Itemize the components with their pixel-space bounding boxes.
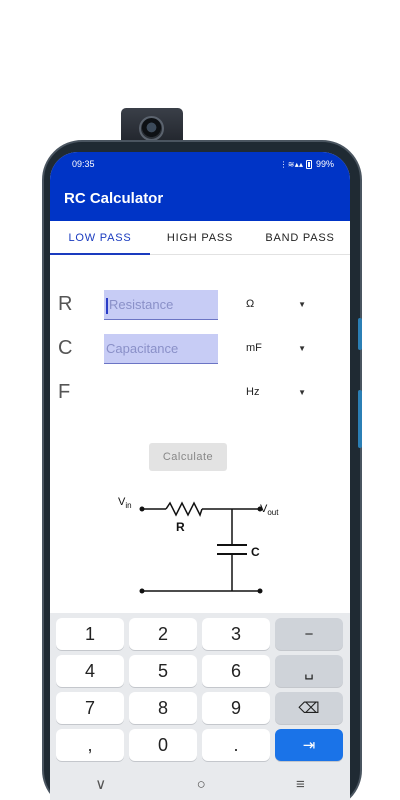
key-comma[interactable]: , [56, 729, 124, 761]
capacitance-unit-select[interactable]: mF ▼ [246, 342, 306, 354]
vout-node [257, 506, 263, 512]
capacitance-input[interactable]: Capacitance [104, 334, 218, 364]
next-field-icon[interactable]: ⇥ [275, 729, 343, 761]
label-c: C [58, 337, 73, 359]
key-5[interactable]: 5 [129, 655, 197, 687]
label-r: R [58, 293, 73, 315]
capacitance-unit: mF [246, 342, 262, 354]
resistance-input[interactable]: Resistance [104, 290, 218, 320]
keyboard-row: 1 2 3 − [56, 618, 344, 650]
battery-percent: 99% [315, 159, 334, 169]
battery-icon [305, 159, 312, 169]
key-9[interactable]: 9 [202, 692, 270, 724]
chevron-down-icon: ▼ [298, 343, 306, 353]
key-7[interactable]: 7 [56, 692, 124, 724]
frequency-unit-select[interactable]: Hz ▼ [246, 386, 306, 398]
resistance-unit: Ω [246, 298, 255, 310]
chevron-down-icon: ▼ [298, 387, 306, 397]
keyboard-row: 4 5 6 ␣ [56, 655, 344, 687]
camera-lens-icon [139, 116, 164, 141]
tab-band-pass[interactable]: BAND PASS [265, 232, 335, 244]
app-title: RC Calculator [64, 190, 164, 207]
rc-circuit-diagram: Vin Vout R C [118, 496, 279, 594]
volume-button [358, 390, 362, 448]
key-4[interactable]: 4 [56, 655, 124, 687]
key-3[interactable]: 3 [202, 618, 270, 650]
key-2[interactable]: 2 [129, 618, 197, 650]
key-0[interactable]: 0 [129, 729, 197, 761]
resistor-symbol [165, 501, 203, 517]
key-6[interactable]: 6 [202, 655, 270, 687]
resistance-unit-select[interactable]: Ω▼ [246, 298, 306, 310]
calculate-button[interactable]: Calculate [149, 443, 227, 471]
tab-bar: LOW PASS HIGH PASS BAND PASS [50, 221, 350, 255]
key-period[interactable]: . [202, 729, 270, 761]
key-8[interactable]: 8 [129, 692, 197, 724]
screen: 09:35 ⋮ ≋ ▴ ▴ 99% RC Calculator LOW PASS… [50, 152, 350, 800]
power-button [358, 318, 362, 350]
keyboard-row: 7 8 9 ⌫ [56, 692, 344, 724]
key-1[interactable]: 1 [56, 618, 124, 650]
signal-wifi-icons: ⋮ ≋ ▴ ▴ [279, 159, 303, 169]
status-right: ⋮ ≋ ▴ ▴ 99% [280, 159, 334, 169]
key-minus[interactable]: − [275, 618, 343, 650]
tab-low-pass[interactable]: LOW PASS [68, 232, 132, 244]
calculator-form: R Resistance Ω▼ C Capacitance mF▼ F Hz▼ … [50, 255, 350, 555]
recents-icon[interactable]: ≡ [296, 775, 305, 793]
back-icon[interactable]: ∨ [95, 776, 107, 793]
vout-label: Vout [260, 503, 279, 517]
numeric-keyboard: 1 2 3 − 4 5 6 ␣ 7 8 9 ⌫ , 0 . ⇥ [50, 613, 350, 768]
vin-label: Vin [118, 496, 132, 510]
home-icon[interactable]: ○ [196, 775, 206, 793]
text-cursor [106, 297, 108, 314]
chevron-down-icon: ▼ [298, 299, 306, 309]
capacitance-placeholder: Capacitance [106, 341, 179, 356]
app-bar: RC Calculator [50, 176, 350, 221]
resistor-label: R [176, 520, 185, 534]
keyboard-row: , 0 . ⇥ [56, 729, 344, 761]
backspace-icon[interactable]: ⌫ [275, 692, 343, 724]
tab-indicator [50, 253, 150, 255]
resistance-placeholder: Resistance [109, 297, 174, 312]
status-time: 09:35 [72, 159, 95, 169]
tab-high-pass[interactable]: HIGH PASS [166, 232, 234, 244]
system-nav-bar: ∨ ○ ≡ [50, 768, 350, 800]
frequency-unit: Hz [246, 386, 260, 398]
label-f: F [58, 381, 71, 403]
space-key-icon[interactable]: ␣ [275, 655, 343, 687]
capacitor-label: C [251, 545, 260, 559]
status-bar: 09:35 ⋮ ≋ ▴ ▴ 99% [50, 152, 350, 176]
ground-node-right [257, 588, 263, 594]
